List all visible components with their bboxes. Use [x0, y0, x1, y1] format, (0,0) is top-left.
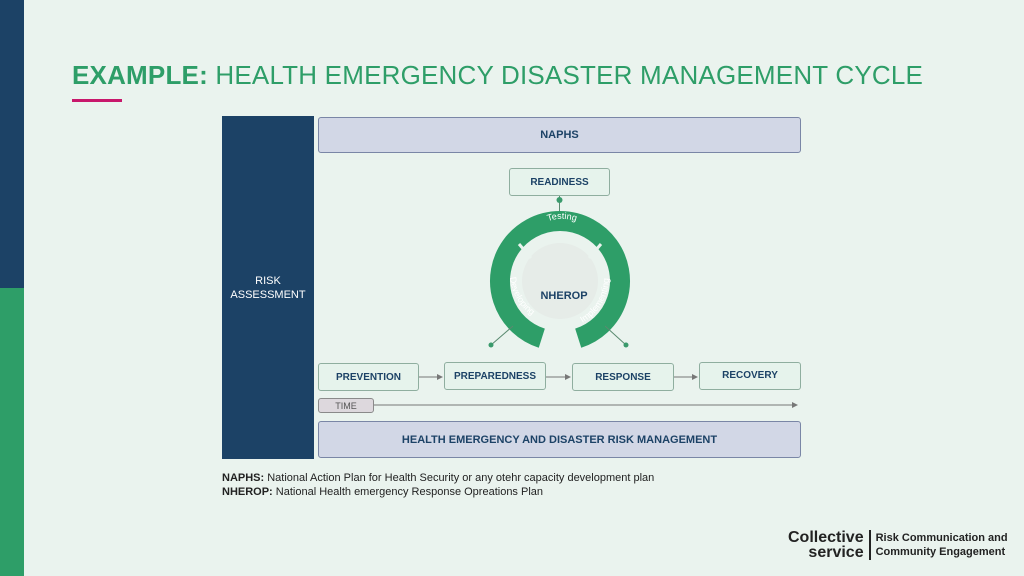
cycle-ring	[490, 211, 630, 348]
cycle-dot-left	[488, 342, 494, 348]
time-label: TIME	[318, 398, 374, 413]
cycle-connector-left	[490, 325, 514, 346]
risk-assessment-line1: RISK	[255, 274, 281, 287]
title-rest: HEALTH EMERGENCY DISASTER MANAGEMENT CYC…	[215, 60, 924, 90]
legend-nherop: NHEROP: National Health emergency Respon…	[222, 485, 654, 499]
legend-naphs: NAPHS: National Action Plan for Health S…	[222, 471, 654, 485]
cycle-center	[522, 243, 598, 319]
cycle-center-label: NHEROP	[540, 290, 587, 302]
legend-nherop-term: NHEROP:	[222, 486, 273, 498]
risk-assessment-line2: ASSESSMENT	[230, 288, 306, 301]
phase-prevention: PREVENTION	[318, 363, 419, 391]
brand-line1: Collective	[788, 529, 864, 546]
hedrm-bar: HEALTH EMERGENCY AND DISASTER RISK MANAG…	[318, 421, 801, 458]
cycle-connector-right	[604, 325, 627, 346]
legend-naphs-term: NAPHS:	[222, 472, 265, 484]
cycle-dot-right	[623, 342, 629, 348]
legend: NAPHS: National Action Plan for Health S…	[222, 471, 654, 499]
brand-tag2: Community Engagement	[875, 546, 1006, 558]
legend-nherop-definition: National Health emergency Response Oprea…	[275, 486, 544, 498]
readiness-dot	[556, 197, 563, 203]
phase-response: RESPONSE	[572, 363, 674, 391]
brand-separator	[868, 530, 871, 560]
brand-line2: service	[808, 544, 864, 561]
phase-recovery: RECOVERY	[699, 362, 801, 390]
page-title: EXAMPLE: HEALTH EMERGENCY DISASTER MANAG…	[72, 60, 923, 91]
brand-name: Collective service	[788, 529, 864, 561]
brand-tag1: Risk Communication and	[875, 532, 1008, 544]
naphs-bar: NAPHS	[318, 117, 801, 153]
title-bold: EXAMPLE:	[72, 60, 208, 90]
risk-assessment-column: RISK ASSESSMENT	[222, 116, 314, 459]
side-stripe-bottom	[0, 288, 24, 576]
cycle-separator-right	[587, 243, 603, 259]
cycle-label-implementing: Implementing	[578, 278, 611, 325]
cycle-separator-left	[517, 243, 533, 259]
side-stripe-top	[0, 0, 24, 288]
brand-tagline: Risk Communication and Community Engagem…	[876, 531, 1008, 559]
title-underline	[72, 99, 122, 102]
cycle-label-developing: Developing	[508, 276, 537, 317]
readiness-box: READINESS	[509, 168, 610, 196]
legend-naphs-definition: National Action Plan for Health Security…	[267, 472, 655, 484]
phase-preparedness: PREPAREDNESS	[444, 362, 546, 390]
cycle-label-testing: Testing	[546, 211, 579, 223]
brand-logo: Collective service Risk Communication an…	[788, 529, 1008, 561]
